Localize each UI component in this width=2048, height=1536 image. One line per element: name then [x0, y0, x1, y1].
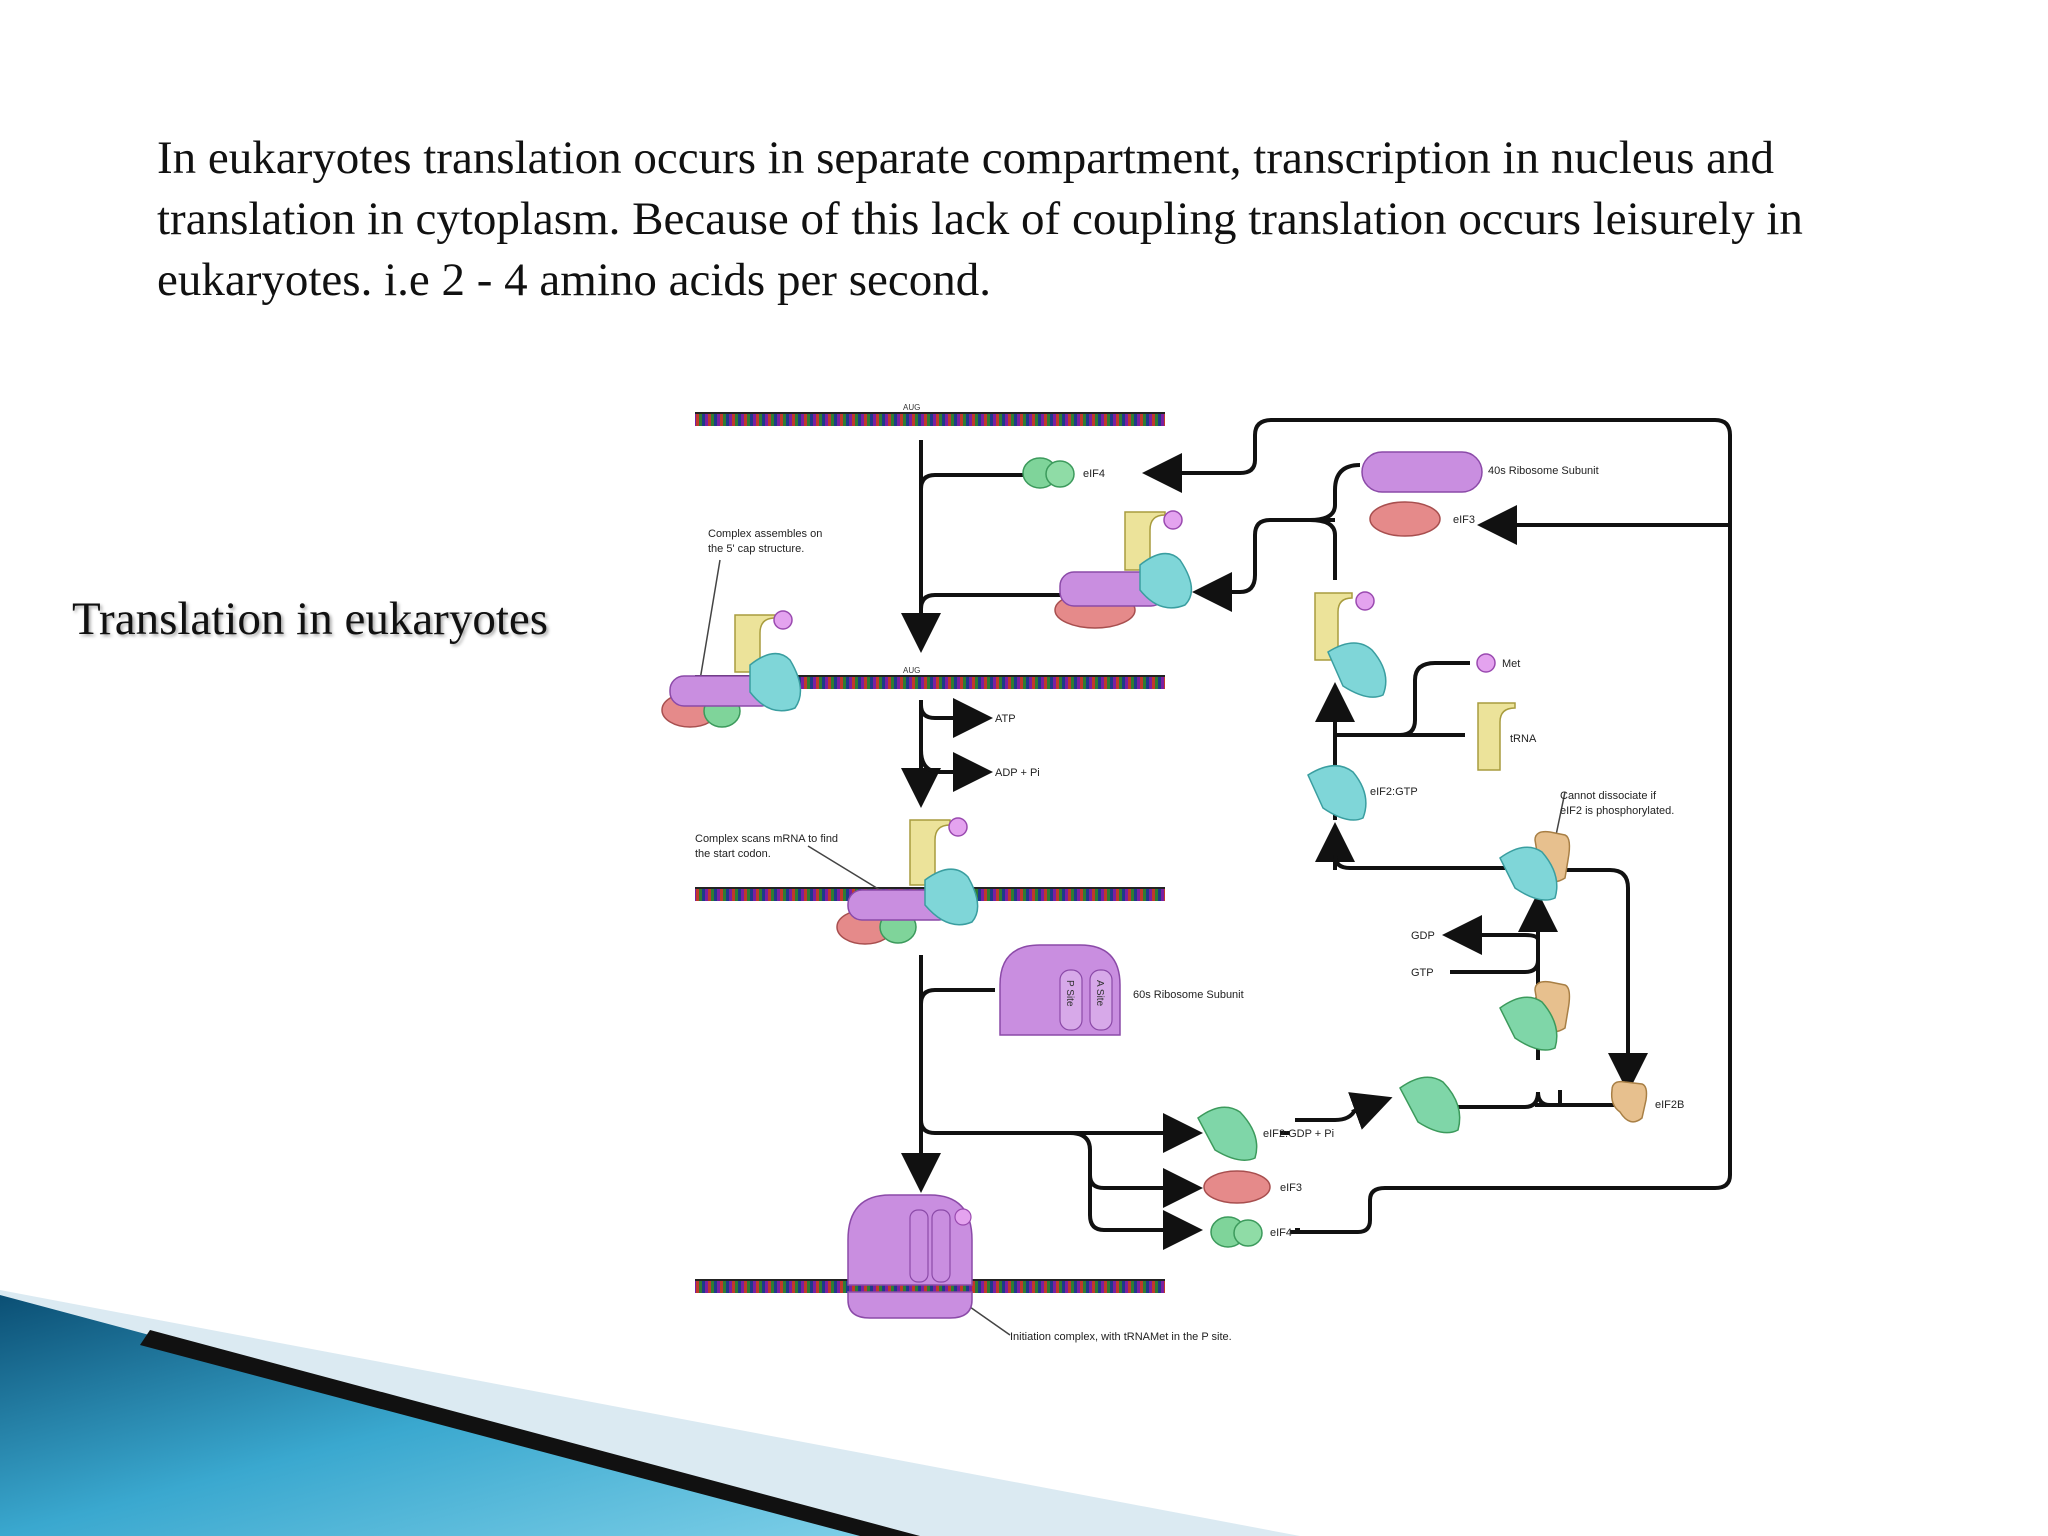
- gdp-label: GDP: [1411, 930, 1435, 942]
- atp-label: ATP: [995, 713, 1016, 725]
- met-label: Met: [1502, 658, 1520, 670]
- paragraph-line: translation in cytoplasm. Because of thi…: [157, 193, 1803, 245]
- p-site-label: P Site: [1064, 980, 1075, 1007]
- eif3-top-label: eIF3: [1453, 514, 1475, 526]
- cannot-dissociate-label-1: Cannot dissociate if: [1560, 790, 1657, 802]
- subunit-40s-label: 40s Ribosome Subunit: [1488, 465, 1599, 477]
- mrna-strand-1: [695, 412, 1165, 426]
- adp-label: ADP + Pi: [995, 767, 1040, 779]
- complex-scans-label-2: the start codon.: [695, 848, 771, 860]
- initiation-complex: [847, 1194, 973, 1319]
- eif3-bottom-shape: [1203, 1170, 1271, 1204]
- paragraph-line: eukaryotes. i.e 2 - 4 amino acids per se…: [157, 254, 991, 306]
- gtp-label: GTP: [1411, 967, 1434, 979]
- aug-label-2: AUG: [903, 666, 920, 675]
- eif2-gdp-shape: [1197, 1106, 1258, 1161]
- complex-assembles-label-1: Complex assembles on: [708, 528, 822, 540]
- eif2b-shape: [1610, 1080, 1648, 1123]
- aug-label-1: AUG: [903, 403, 920, 412]
- subunit-60s: [999, 944, 1121, 1036]
- eif2-gtp-label: eIF2:GTP: [1370, 786, 1418, 798]
- met-shape: [1476, 653, 1496, 673]
- complex-on-cap: [661, 610, 802, 728]
- eif2-free-shape: [1399, 1076, 1461, 1134]
- intro-paragraph: In eukaryotes translation occurs in sepa…: [157, 128, 2037, 311]
- eif2-gtp-eif2b-complex: [1499, 830, 1571, 901]
- eif2-gtp-shape: [1307, 765, 1367, 821]
- eif3-bottom-label: eIF3: [1280, 1182, 1302, 1194]
- subunit-60s-label: 60s Ribosome Subunit: [1133, 989, 1244, 1001]
- paragraph-line: In eukaryotes translation occurs in sepa…: [157, 132, 1775, 184]
- trna-label: tRNA: [1510, 733, 1537, 745]
- eif4-top-label: eIF4: [1083, 468, 1105, 480]
- trna-shape: [1477, 702, 1516, 771]
- eif4-top-protein: [1022, 457, 1075, 489]
- subunit-40s-shape: [1361, 451, 1483, 493]
- eif2-gdp-label: eIF2:GDP + Pi: [1263, 1128, 1334, 1140]
- flow-arrows: [901, 418, 1732, 1250]
- assembled-complex-top: [1054, 510, 1193, 629]
- initiation-complex-label: Initiation complex, with tRNAMet in the …: [1010, 1331, 1232, 1343]
- eif2b-label: eIF2B: [1655, 1099, 1684, 1111]
- complex-scans-label-1: Complex scans mRNA to find: [695, 833, 838, 845]
- side-title: Translation in eukaryotes: [72, 593, 549, 645]
- eif2-eif2b-complex: [1499, 980, 1571, 1051]
- cannot-dissociate-label-2: eIF2 is phosphorylated.: [1560, 805, 1674, 817]
- eif4-bottom-protein: [1210, 1216, 1263, 1248]
- complex-scanning: [836, 817, 979, 945]
- eif3-top-shape: [1369, 501, 1441, 537]
- complex-assembles-label-2: the 5' cap structure.: [708, 543, 804, 555]
- a-site-label: A Site: [1094, 980, 1105, 1007]
- ternary-complex: [1314, 591, 1387, 698]
- eif4-bottom-label: eIF4: [1270, 1227, 1292, 1239]
